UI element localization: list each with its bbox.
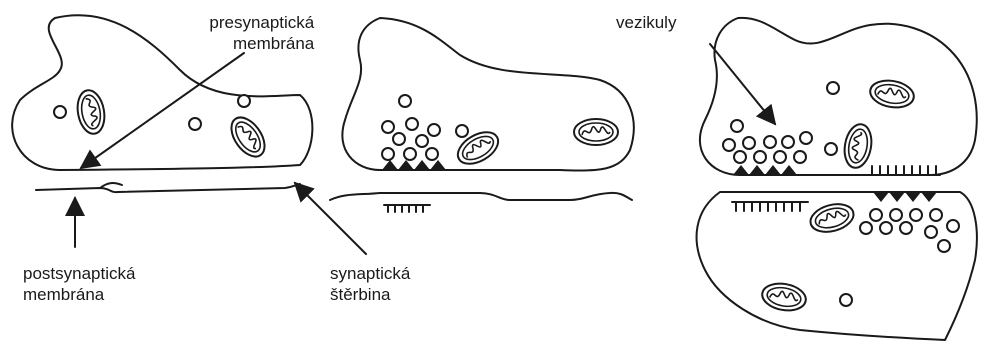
active-zone-triangles bbox=[382, 160, 446, 170]
label-postsynaptic-membrane: postsynaptická membrána bbox=[23, 263, 135, 305]
label-synaptic-cleft: synaptická štěrbina bbox=[330, 263, 410, 305]
vesicle-cluster bbox=[382, 95, 468, 160]
label-vesicles-text: vezikuly bbox=[616, 13, 676, 32]
label-presynaptic-membrane: presynaptická membrána bbox=[203, 12, 314, 54]
panel-3-synapse bbox=[697, 18, 977, 340]
active-zone-triangles bbox=[733, 165, 937, 202]
panel-2-synapse bbox=[330, 18, 634, 212]
vesicle bbox=[54, 106, 66, 118]
postsynaptic-membrane-2 bbox=[330, 193, 632, 200]
postsynaptic-membrane-1 bbox=[36, 184, 300, 192]
vesicles-arrow bbox=[710, 44, 775, 124]
mitochondrion bbox=[868, 77, 916, 110]
mitochondrion bbox=[760, 280, 808, 313]
label-postsynaptic-line2: membrána bbox=[23, 284, 135, 305]
receptors bbox=[384, 205, 430, 212]
label-presynaptic-line1: presynaptická bbox=[203, 12, 314, 33]
vesicle bbox=[189, 118, 201, 130]
vesicle bbox=[238, 95, 250, 107]
mitochondrion bbox=[574, 119, 618, 145]
label-vesicles: vezikuly bbox=[616, 12, 676, 33]
label-cleft-line1: synaptická bbox=[330, 263, 410, 284]
mitochondrion bbox=[841, 122, 874, 170]
mitochondrion bbox=[225, 112, 272, 163]
label-cleft-line2: štěrbina bbox=[330, 284, 410, 305]
mitochondrion bbox=[74, 88, 107, 136]
mitochondrion bbox=[807, 200, 856, 237]
presynaptic-arrow bbox=[81, 53, 244, 168]
label-postsynaptic-line1: postsynaptická bbox=[23, 263, 135, 284]
label-presynaptic-line2: membrána bbox=[203, 33, 314, 54]
label-arrows bbox=[75, 44, 775, 254]
